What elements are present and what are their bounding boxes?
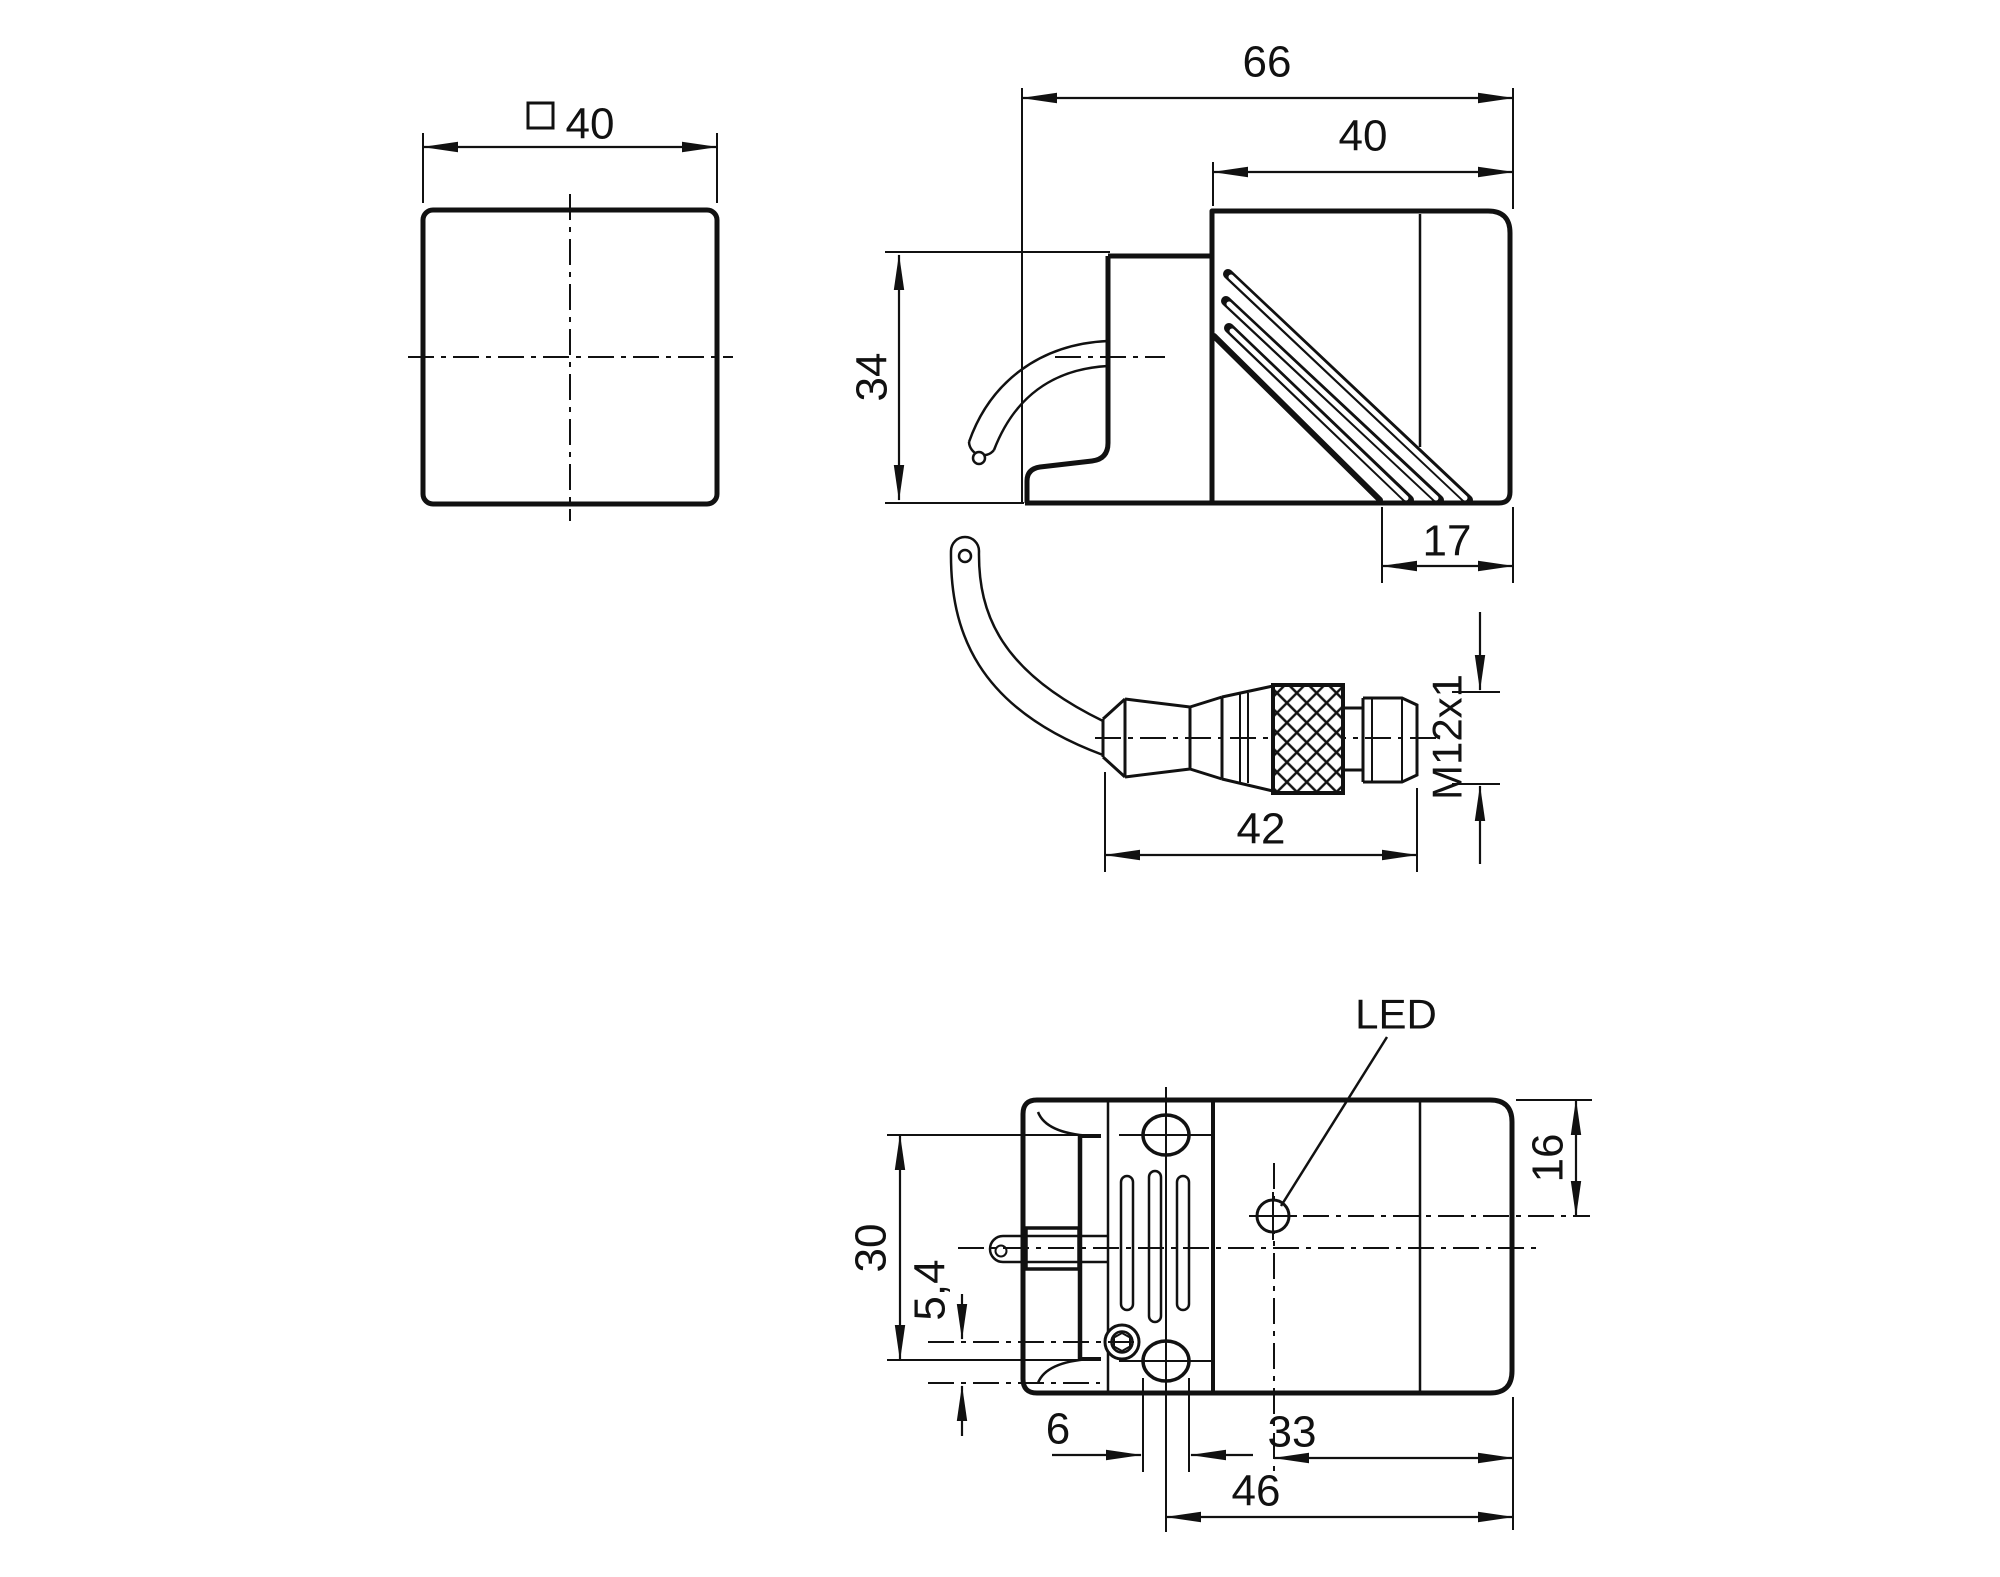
led-indicator: LED bbox=[1249, 991, 1437, 1240]
dim-screw-to-edge: 46 bbox=[1232, 1467, 1281, 1516]
dim-cable-offset: 5,4 bbox=[906, 1259, 955, 1320]
front-view: 40 bbox=[408, 100, 733, 521]
dim-side-body-width: 40 bbox=[1339, 112, 1388, 161]
side-cable bbox=[967, 339, 1165, 466]
dim-hole-width: 6 bbox=[1046, 1405, 1070, 1454]
cable-end-dot bbox=[971, 450, 987, 466]
dim-led-to-edge: 33 bbox=[1268, 1408, 1317, 1457]
knurled-nut bbox=[1271, 683, 1345, 795]
dim-connector-length: 42 bbox=[1237, 805, 1286, 854]
led-label: LED bbox=[1355, 991, 1437, 1038]
led-leader-line bbox=[1279, 1036, 1389, 1207]
top-dimensions: 30 5,4 16 6 33 46 bbox=[847, 1099, 1592, 1530]
dim-front-width: 40 bbox=[566, 100, 615, 149]
strain-relief-boot bbox=[1101, 684, 1274, 793]
top-view: LED 30 5,4 16 6 33 46 bbox=[847, 991, 1592, 1532]
connector-view: 42 M12x1 bbox=[949, 535, 1500, 872]
top-centerlines bbox=[928, 1087, 1590, 1532]
dim-face-offset: 17 bbox=[1423, 517, 1472, 566]
side-body-outline bbox=[1209, 208, 1513, 506]
side-dimensions: 66 40 34 17 bbox=[848, 38, 1514, 583]
bracket-inner-profile bbox=[1024, 256, 1111, 503]
connector-thread bbox=[1343, 696, 1419, 784]
dim-side-overall: 66 bbox=[1243, 38, 1292, 87]
square-symbol bbox=[526, 101, 555, 130]
side-bracket bbox=[885, 88, 1212, 504]
dim-bracket-opening: 30 bbox=[847, 1224, 896, 1273]
vent-slots bbox=[1119, 1169, 1191, 1324]
active-face-hatch bbox=[1211, 269, 1473, 505]
connector-dimensions: 42 M12x1 bbox=[1104, 612, 1500, 872]
dim-led-offset: 16 bbox=[1524, 1134, 1573, 1183]
side-view: 66 40 34 17 bbox=[848, 38, 1514, 583]
dim-thread-label: M12x1 bbox=[1424, 674, 1471, 800]
dim-bracket-height: 34 bbox=[848, 353, 897, 402]
connector-cable bbox=[949, 535, 1104, 757]
cable-cut-dot bbox=[957, 548, 973, 564]
top-body-outline bbox=[1020, 1097, 1515, 1396]
